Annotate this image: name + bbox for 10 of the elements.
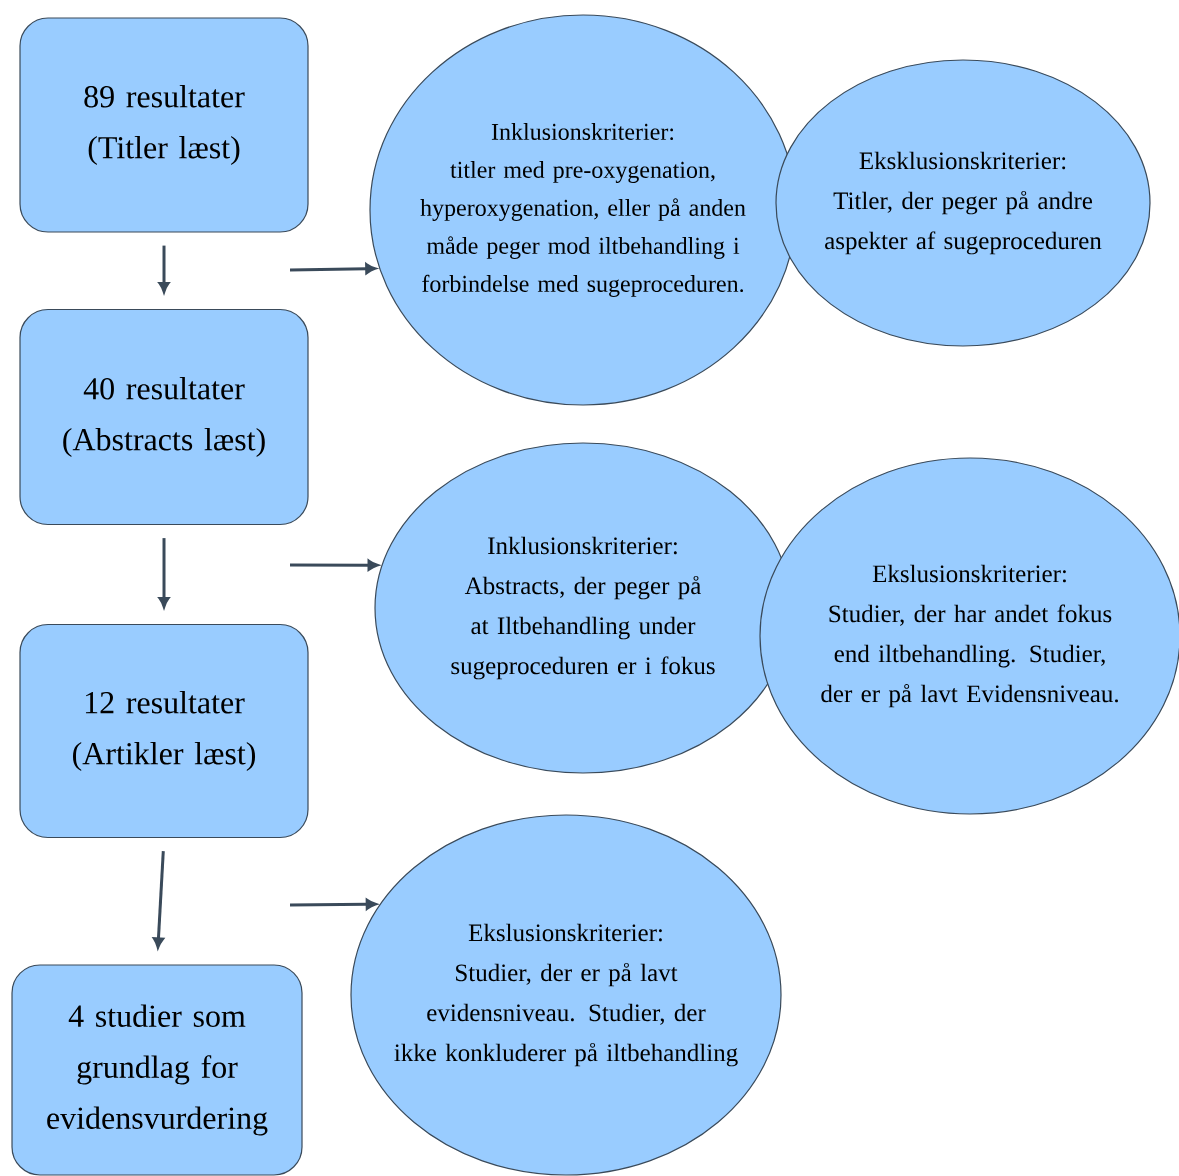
arrow (290, 898, 377, 910)
process-box: 89 resultater (Titler læst) (19, 17, 309, 233)
arrow (158, 245, 170, 293)
arrow (290, 263, 377, 275)
process-box: 4 studier som grundlag for evidensvurdering (11, 964, 303, 1176)
process-box: 40 resultater (Abstracts læst) (19, 308, 309, 526)
process-box: 12 resultater (Artikler læst) (19, 623, 309, 839)
arrow (152, 851, 165, 949)
arrow (290, 559, 379, 571)
arrow (158, 538, 170, 608)
